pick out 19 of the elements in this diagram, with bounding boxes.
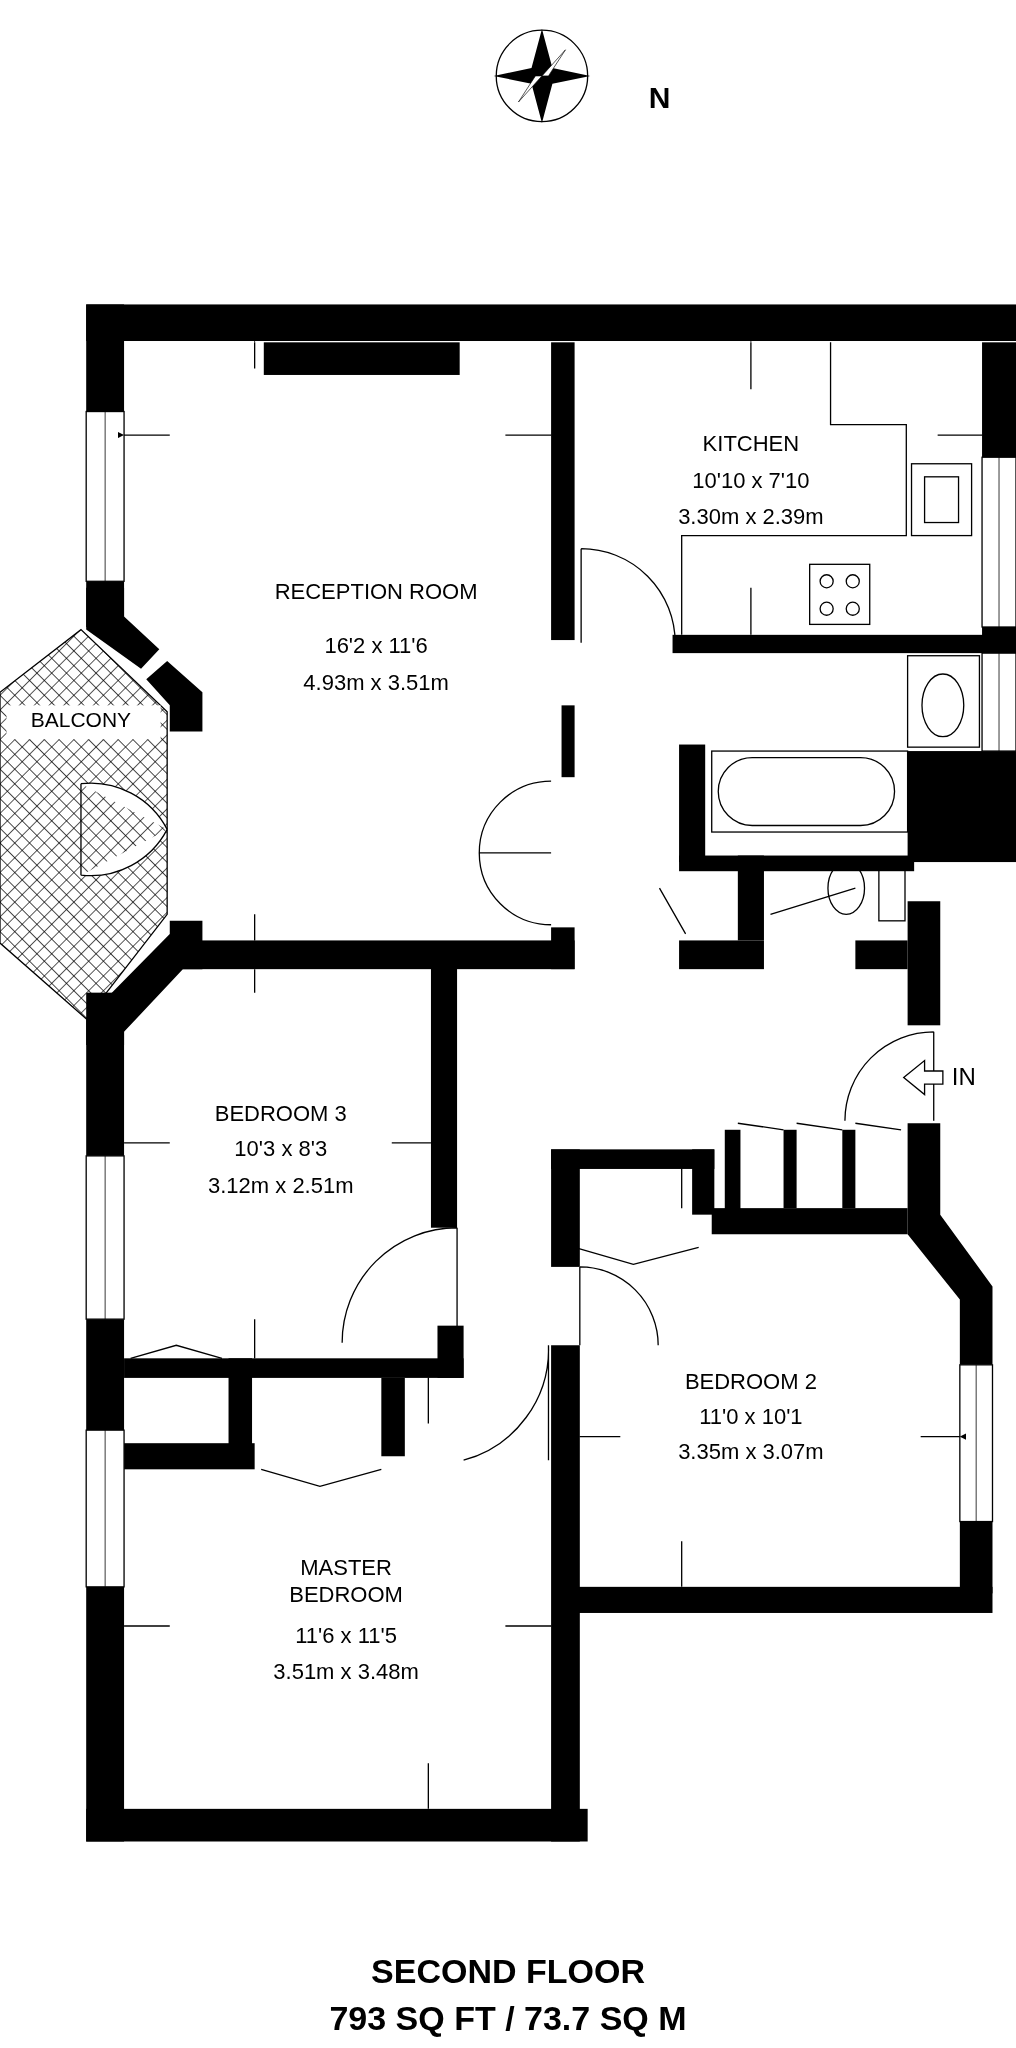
room-dimension: 3.35m x 3.07m [678, 1439, 824, 1466]
room-dimension: 11'0 x 10'1 [699, 1403, 803, 1431]
room-name: RECEPTION ROOM [273, 578, 479, 605]
room-dimension: 16'2 x 11'6 [324, 633, 428, 660]
room-dimension: 4.93m x 3.51m [303, 669, 449, 697]
entrance-label: IN [951, 1063, 976, 1092]
room-dimension: 10'3 x 8'3 [234, 1136, 328, 1163]
room-name: KITCHEN [702, 430, 800, 458]
north-label: N [648, 79, 671, 116]
room-dimension: 3.12m x 2.51m [208, 1172, 354, 1199]
room-dimension: 3.30m x 2.39m [678, 503, 824, 531]
room-dimension: 10'10 x 7'10 [692, 467, 810, 494]
floor-area: 793 SQ FT / 73.7 SQ M [0, 2001, 1016, 2035]
room-dimension: 11'6 x 11'5 [295, 1623, 397, 1650]
room-dimension: 3.51m x 3.48m [273, 1658, 419, 1685]
room-name: BEDROOM 3 [214, 1100, 347, 1128]
floor-title: SECOND FLOOR [370, 1954, 646, 1988]
room-name: BEDROOM 2 [684, 1368, 817, 1395]
room-name: MASTER BEDROOM [288, 1555, 404, 1608]
